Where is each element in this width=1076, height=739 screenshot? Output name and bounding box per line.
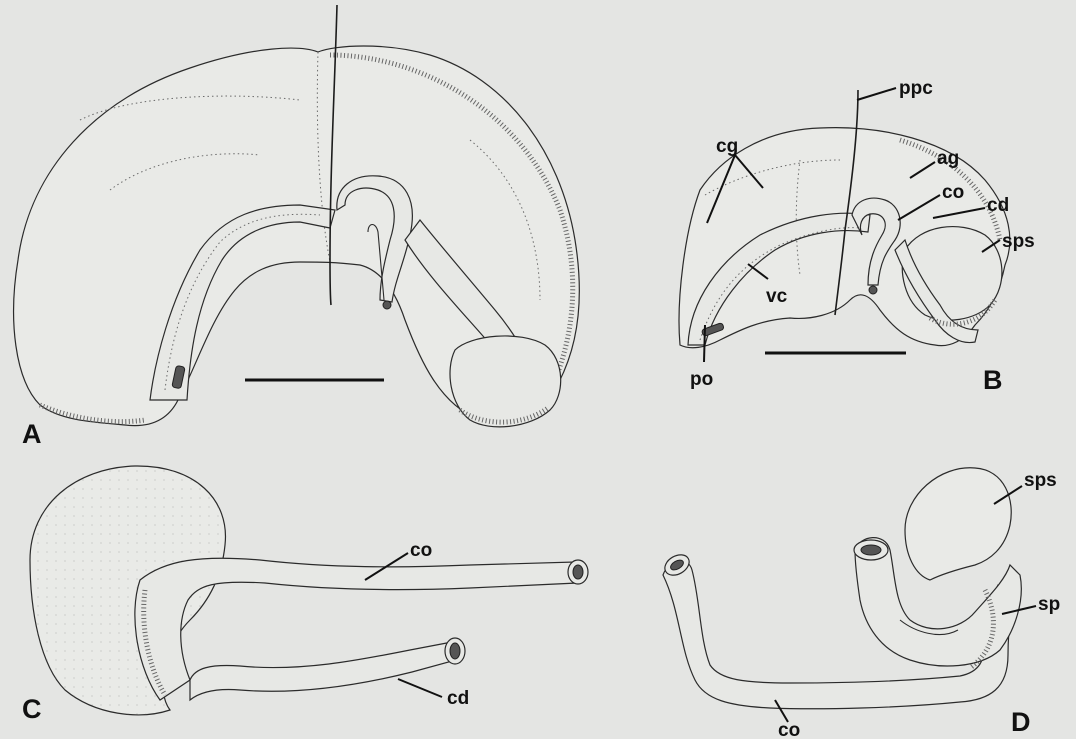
- panel-c-label-cd: cd: [447, 688, 469, 709]
- panel-d-drawing: sps sp co D: [661, 468, 1060, 739]
- panel-c-cd-leader: [398, 679, 442, 697]
- panel-c-upper-lumen-icon: [573, 565, 583, 579]
- panel-b-ppc-leader: [857, 88, 896, 100]
- panel-c-label-co: co: [410, 540, 432, 561]
- panel-c-lower-lumen-icon: [450, 643, 460, 659]
- panel-b-label-ppc: ppc: [899, 78, 933, 99]
- panel-b-label-cg: cg: [716, 136, 738, 157]
- panel-c-lower-tube: [190, 642, 456, 700]
- panel-d-label-sp: sp: [1038, 594, 1060, 615]
- panel-b-label-vc: vc: [766, 286, 788, 307]
- panel-d-pedicel-lumen-icon: [861, 545, 881, 555]
- panel-b-po-leader: [704, 325, 705, 362]
- panel-d-letter: D: [1011, 707, 1031, 737]
- panel-d-label-co: co: [778, 720, 800, 739]
- panel-b-letter: B: [983, 365, 1003, 395]
- panel-b-label-ag: ag: [937, 148, 959, 169]
- panel-b-label-sps: sps: [1002, 231, 1035, 252]
- panel-d-spermatheca: [905, 468, 1011, 580]
- panel-b-drawing: cg ppc ag co cd sps vc po B: [679, 78, 1035, 395]
- panel-a-letter: A: [22, 419, 42, 449]
- panel-c-letter: C: [22, 694, 42, 724]
- panel-b-label-cd: cd: [987, 195, 1009, 216]
- panel-b-duct-opening-icon: [869, 286, 877, 294]
- panel-c-drawing: co cd C: [22, 466, 588, 724]
- panel-b-label-po: po: [690, 369, 713, 390]
- panel-a-duct-opening-icon: [383, 301, 391, 309]
- panel-d-label-sps: sps: [1024, 470, 1057, 491]
- panel-a-drawing: A: [14, 5, 580, 449]
- panel-b-label-co: co: [942, 182, 964, 203]
